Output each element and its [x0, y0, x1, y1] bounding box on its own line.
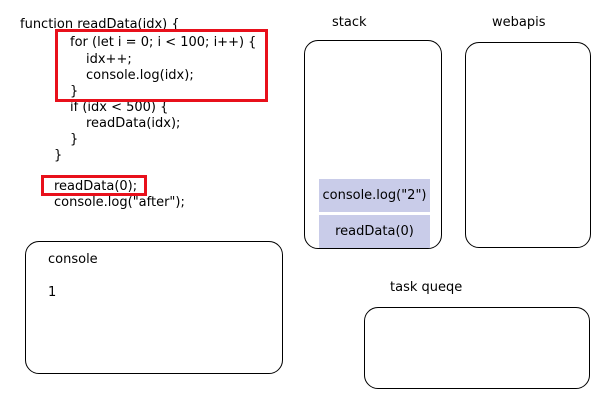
stack-frame: readData(0)	[319, 215, 430, 248]
loop-highlight-box	[55, 29, 268, 102]
code-line: console.log("after");	[54, 195, 185, 210]
stack-panel: console.log("2") readData(0)	[304, 40, 442, 249]
code-line: function readData(idx) {	[20, 17, 180, 32]
webapis-panel	[465, 42, 591, 248]
code-line: readData(idx);	[86, 116, 181, 131]
task-queue-title: task queqe	[390, 280, 463, 295]
code-line: if (idx < 500) {	[70, 100, 169, 115]
call-highlight-box	[41, 175, 147, 196]
code-line: }	[70, 132, 79, 147]
console-panel: console 1	[25, 241, 283, 374]
code-line: }	[54, 148, 63, 163]
console-title: console	[48, 252, 98, 267]
stack-frame: console.log("2")	[319, 179, 430, 212]
code-line: idx++;	[86, 52, 132, 67]
code-line: for (let i = 0; i < 100; i++) {	[70, 35, 257, 50]
task-queue-panel	[364, 307, 590, 389]
console-output-line: 1	[48, 285, 57, 300]
webapis-title: webapis	[492, 15, 546, 30]
code-line: readData(0);	[54, 179, 138, 194]
code-line: }	[70, 84, 79, 99]
stack-title: stack	[332, 15, 367, 30]
code-line: console.log(idx);	[86, 68, 194, 83]
